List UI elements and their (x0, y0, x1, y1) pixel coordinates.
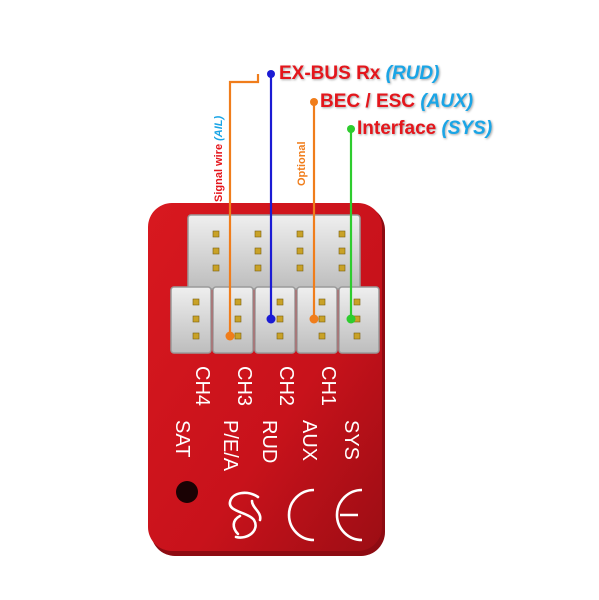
connector-pin (276, 298, 284, 306)
label-bec-sub: (AUX) (420, 91, 474, 112)
function-label-sat: SAT (171, 420, 193, 458)
label-exbus-main: EX-BUS Rx (279, 63, 381, 84)
connector-pin (234, 298, 242, 306)
connector-pin (254, 247, 262, 255)
label-optional: Optional (296, 141, 308, 186)
wire-exbus-rud (266, 70, 276, 324)
wire-bec-aux (309, 98, 319, 324)
connector-pin (276, 332, 284, 340)
connector-pin (234, 315, 242, 323)
connector-pin (276, 315, 284, 323)
connector-pin (212, 247, 220, 255)
connector-pin (234, 332, 242, 340)
label-signal-wire: Signal wire (AIL) (213, 116, 225, 202)
channel-label-ch2: CH2 (275, 366, 297, 407)
function-label-pea: P/E/A (219, 420, 241, 472)
connector-pin (296, 264, 304, 272)
connector-pin (318, 332, 326, 340)
connector-pin (212, 230, 220, 238)
connector-pin (353, 298, 361, 306)
label-exbus-rx: EX-BUS Rx (RUD) (279, 63, 439, 85)
wire-interface-sys (346, 125, 356, 324)
logo-icon (228, 491, 262, 539)
connector-pin (192, 298, 200, 306)
connector-pin (296, 247, 304, 255)
connector-pins (192, 230, 361, 340)
wire-signal-ail (225, 74, 260, 341)
channel-label-ch1: CH1 (317, 366, 339, 407)
label-exbus-sub: (RUD) (385, 63, 440, 84)
function-label-aux: AUX (298, 420, 320, 462)
connector-pin (254, 264, 262, 272)
channel-label-ch4: CH4 (191, 366, 213, 407)
function-label-rud: RUD (258, 420, 280, 464)
connector-pin (296, 230, 304, 238)
label-optional-text: Optional (296, 141, 308, 186)
label-signal-sub: (AIL) (213, 115, 225, 141)
mounting-hole (176, 481, 198, 503)
label-interface: Interface (SYS) (357, 118, 492, 140)
connector-pin (318, 315, 326, 323)
connector-pin (338, 247, 346, 255)
connector-pin (254, 230, 262, 238)
label-interface-main: Interface (357, 118, 437, 139)
connector-pin (338, 230, 346, 238)
connector-pin (338, 264, 346, 272)
connector-pin (353, 332, 361, 340)
label-bec-esc: BEC / ESC (AUX) (320, 91, 473, 113)
function-label-sys: SYS (340, 420, 362, 461)
connector-pin (192, 315, 200, 323)
connector-pin (318, 298, 326, 306)
connector-pin (212, 264, 220, 272)
label-bec-main: BEC / ESC (320, 91, 416, 112)
label-signal-main: Signal wire (213, 143, 225, 202)
channel-label-ch3: CH3 (233, 366, 255, 407)
connector-pin (192, 332, 200, 340)
ce-mark-icon (287, 488, 363, 542)
label-interface-sub: (SYS) (441, 118, 493, 139)
